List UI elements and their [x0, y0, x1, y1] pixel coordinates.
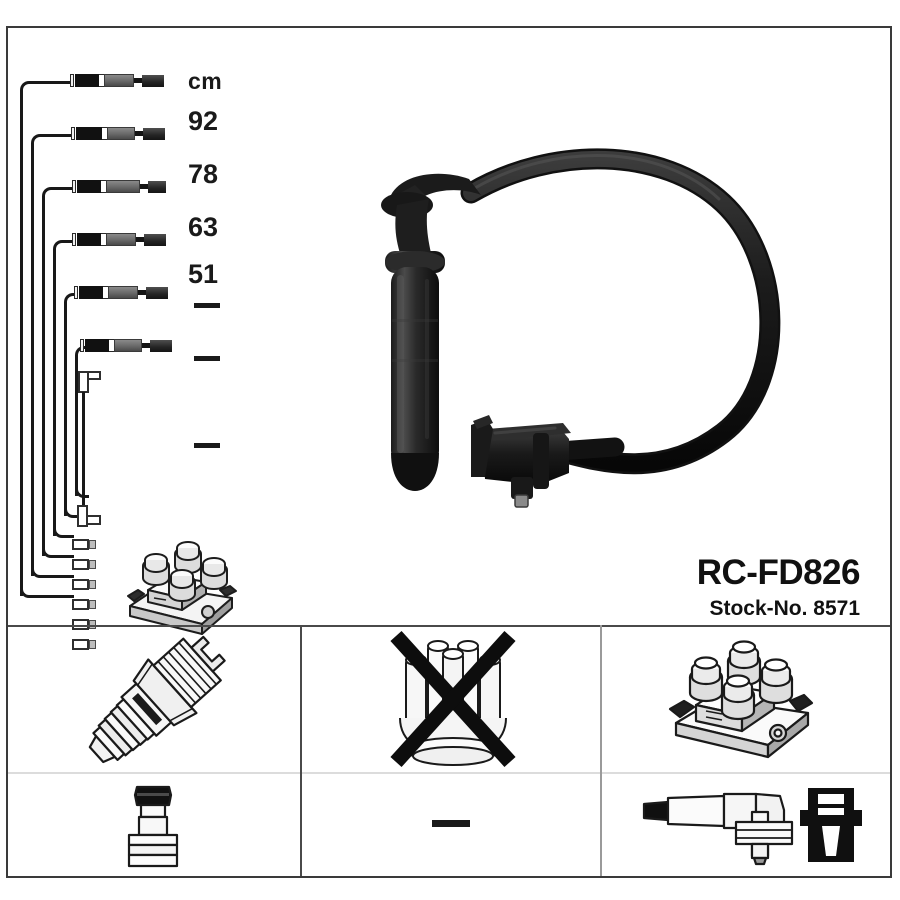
panel-grid-horizontal-divider [8, 772, 890, 774]
panel-cell-spark-plug [8, 627, 300, 772]
length-label-1: 92 [188, 106, 219, 136]
stock-number: Stock-No. 8571 [709, 597, 860, 620]
panel-grid-divider-2 [600, 625, 602, 876]
length-label-2: 78 [188, 159, 219, 189]
panel-grid-divider-1 [300, 625, 302, 876]
distributor-cap-crossed-icon [384, 630, 524, 777]
panel-cell-angled-connector [602, 774, 890, 874]
panel-grid-top-border [8, 625, 890, 627]
panel-cell-rubber-boot [8, 774, 300, 874]
length-label-5-dash [194, 303, 220, 308]
angled-connector-icon [640, 782, 870, 873]
sheet-border [6, 26, 892, 878]
coil-pack-icon [662, 635, 822, 772]
length-label-4: 51 [188, 259, 219, 289]
title-block: RC-FD826 Stock-No. 8571 [696, 553, 861, 620]
product-illustration [363, 133, 833, 523]
dash-icon [432, 820, 470, 827]
cable-layout-diagram: cm 92 78 63 51 [8, 28, 890, 650]
length-label-6-dash [194, 356, 220, 361]
spark-plug-icon [66, 631, 246, 776]
coil-pack-small-icon [120, 528, 242, 648]
panel-cell-distributor-cap [302, 627, 600, 772]
aux-cable-length-dash [194, 443, 220, 448]
panel-cell-coil-pack [602, 627, 890, 772]
compatibility-panel-grid [8, 625, 890, 876]
length-label-3: 63 [188, 212, 219, 242]
unit-header: cm [188, 68, 223, 94]
part-number: RC-FD826 [696, 553, 861, 592]
rubber-boot-icon [113, 783, 193, 878]
panel-cell-empty [302, 774, 600, 874]
